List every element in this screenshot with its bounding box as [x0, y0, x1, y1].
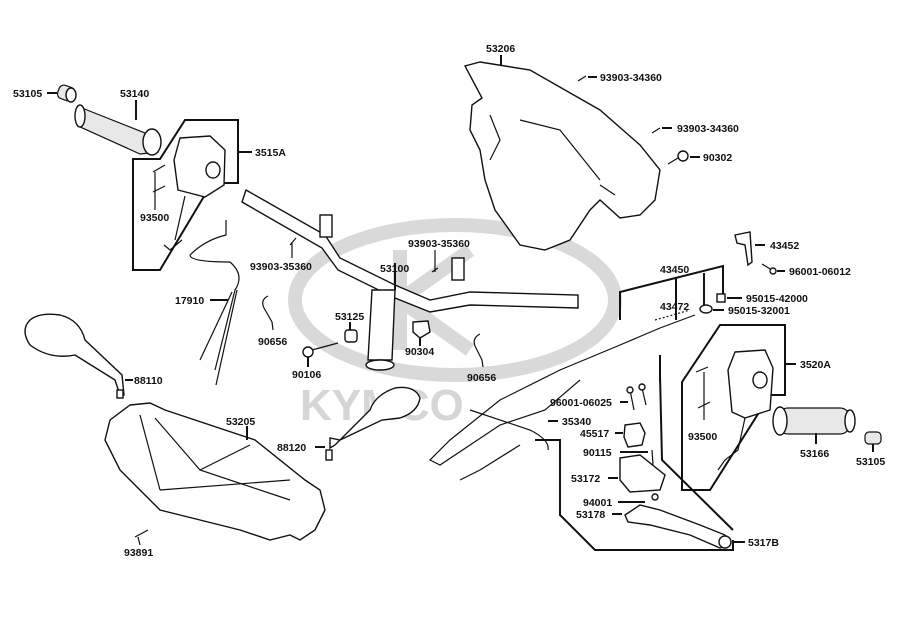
nut-94001[interactable] [651, 493, 659, 501]
brake-lever-53178[interactable] [624, 504, 732, 549]
label-53125: 53125 [335, 311, 364, 323]
label-93903-34360-mid: 93903-34360 [677, 123, 739, 135]
screw-93903-35360-left[interactable] [289, 237, 297, 258]
label-3515A: 3515A [255, 147, 286, 159]
label-93903-35360-right: 93903-35360 [408, 238, 470, 250]
label-90656-right: 90656 [467, 372, 496, 384]
collar-95015-32001[interactable] [699, 304, 713, 314]
label-3520A: 3520A [800, 359, 831, 371]
bolt-90115[interactable] [651, 449, 654, 466]
brake-cable-43450[interactable] [428, 309, 696, 481]
brake-switch-53172[interactable] [619, 454, 666, 493]
label-53105-right: 53105 [856, 456, 885, 468]
throttle-cable[interactable] [189, 220, 240, 386]
label-95015-42000: 95015-42000 [746, 293, 808, 305]
left-bar-end-weight[interactable] [56, 84, 77, 103]
bracket-43452[interactable] [734, 231, 753, 267]
label-53172: 53172 [571, 473, 600, 485]
mirror-left-88110[interactable] [24, 313, 125, 399]
label-43452: 43452 [770, 240, 799, 252]
label-96001-06025: 96001-06025 [550, 397, 612, 409]
label-53105-left: 53105 [13, 88, 42, 100]
front-handle-cover-53205[interactable] [104, 402, 326, 541]
kymco-watermark: KYMCO [288, 218, 622, 430]
screw-90302[interactable] [667, 150, 689, 165]
nut-95015-42000[interactable] [716, 293, 726, 303]
label-90304: 90304 [405, 346, 434, 358]
label-88120: 88120 [277, 442, 306, 454]
label-43450: 43450 [660, 264, 689, 276]
bolt-96001-06012[interactable] [761, 263, 777, 275]
cable-group-bracket [619, 264, 724, 320]
mirror-right-88120[interactable] [325, 386, 421, 461]
label-93903-35360-left: 93903-35360 [250, 261, 312, 273]
screws-93500-left[interactable] [152, 164, 166, 210]
label-94001: 94001 [583, 497, 612, 509]
screw-93903-34360-top[interactable] [577, 75, 587, 82]
label-90106: 90106 [292, 369, 321, 381]
screws-93500-right[interactable] [695, 366, 711, 420]
label-90302: 90302 [703, 152, 732, 164]
label-90115: 90115 [583, 447, 612, 459]
switch-group-outline-left [132, 119, 239, 271]
bolts-96001-06025[interactable] [626, 383, 647, 411]
label-53140: 53140 [120, 88, 149, 100]
clip-90656-right[interactable] [473, 333, 484, 368]
label-93500-left: 93500 [140, 212, 169, 224]
label-17910: 17910 [175, 295, 204, 307]
screw-93903-34360-mid[interactable] [651, 127, 661, 134]
label-93903-34360-top: 93903-34360 [600, 72, 662, 84]
bolt-90106[interactable] [302, 342, 339, 358]
nut-90304[interactable] [412, 320, 431, 339]
collar-53125[interactable] [344, 329, 358, 343]
label-95015-32001: 95015-32001 [728, 305, 790, 317]
lever-group-outline [535, 439, 734, 551]
label-53166: 53166 [800, 448, 829, 460]
label-45517: 45517 [580, 428, 609, 440]
rear-handle-cover-53206[interactable] [463, 61, 661, 251]
left-handlebar-switch[interactable] [163, 135, 226, 251]
clip-90656-left[interactable] [262, 295, 274, 331]
label-88110: 88110 [134, 375, 163, 387]
left-throttle-grip[interactable] [74, 104, 162, 156]
label-90656-left: 90656 [258, 336, 287, 348]
label-5317B: 5317B [748, 537, 779, 549]
screw-93903-35360-right[interactable] [431, 250, 439, 273]
label-93500-right: 93500 [688, 431, 717, 443]
clamp-45517[interactable] [623, 422, 646, 448]
label-35340: 35340 [562, 416, 591, 428]
label-43472: 43472 [660, 301, 689, 313]
right-bar-end-weight[interactable] [864, 431, 882, 445]
right-handlebar-switch[interactable] [717, 349, 774, 471]
label-53178: 53178 [576, 509, 605, 521]
screw-93891[interactable] [134, 529, 149, 546]
label-53206: 53206 [486, 43, 515, 55]
label-53100: 53100 [380, 263, 409, 275]
label-93891: 93891 [124, 547, 153, 559]
right-grip-53166[interactable] [772, 406, 856, 436]
label-96001-06012: 96001-06012 [789, 266, 851, 278]
label-53205: 53205 [226, 416, 255, 428]
handlebar-53100[interactable] [241, 188, 579, 371]
